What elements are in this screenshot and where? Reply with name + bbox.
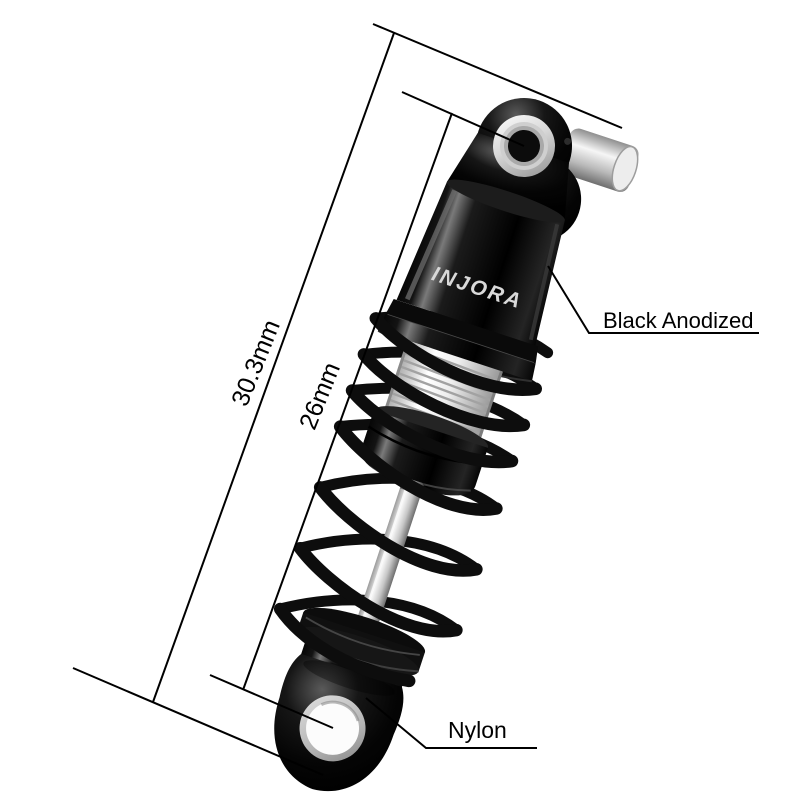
shock-absorber: INJORA bbox=[273, 98, 639, 792]
extension-line-bottom-inner bbox=[209, 674, 334, 729]
extension-line-top-inner bbox=[401, 91, 525, 147]
label-nylon: Nylon bbox=[448, 717, 507, 743]
leader-nylon bbox=[365, 697, 537, 749]
dimension-label-30-3mm: 30.3mm bbox=[226, 316, 286, 410]
extension-line-top-outer bbox=[372, 23, 623, 129]
label-black-anodized: Black Anodized bbox=[603, 308, 753, 333]
shock-body: INJORA bbox=[377, 179, 565, 383]
leader-black-anodized bbox=[547, 265, 759, 334]
body-lip bbox=[377, 298, 539, 383]
spring-coil-front bbox=[273, 312, 542, 688]
dimension-lines bbox=[72, 23, 623, 776]
dimension-line-26mm bbox=[242, 112, 453, 691]
dimension-line-30-3mm bbox=[152, 32, 395, 703]
mount-pin bbox=[559, 128, 639, 192]
leader-lines bbox=[365, 265, 759, 749]
extension-line-bottom-outer bbox=[72, 667, 324, 776]
